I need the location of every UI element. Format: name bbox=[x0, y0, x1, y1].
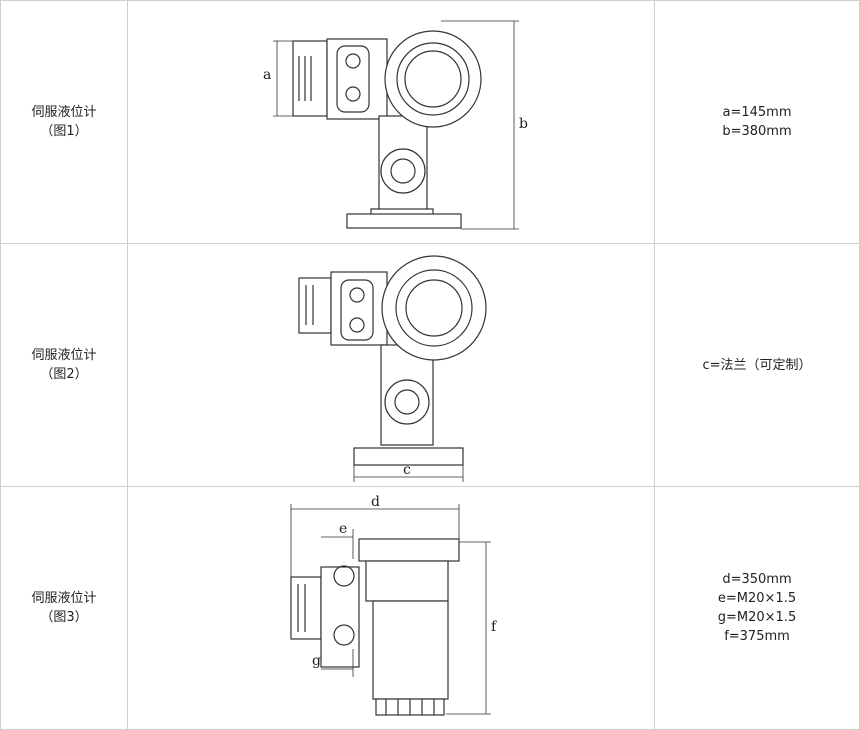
product-name-cell: 伺服液位计 （图3） bbox=[0, 486, 128, 730]
dimension-d-label: d bbox=[371, 494, 380, 510]
spec-line: b=380mm bbox=[722, 124, 792, 139]
drawing-cell: d e f g bbox=[127, 486, 655, 730]
spec-line: f=375mm bbox=[724, 629, 790, 644]
front-view-drawing: a b bbox=[263, 20, 528, 230]
drawing-cell: c bbox=[127, 243, 655, 487]
product-name: 伺服液位计 bbox=[31, 591, 97, 606]
table-row: 伺服液位计 （图1） a b a=145mm b=380mm bbox=[0, 0, 860, 244]
dimension-g-label: g bbox=[312, 653, 321, 669]
figure-label: （图1） bbox=[40, 124, 88, 139]
dimension-a-label: a bbox=[263, 67, 271, 83]
dimension-b-label: b bbox=[519, 116, 528, 132]
spec-line: e=M20×1.5 bbox=[717, 591, 797, 606]
spec-line: c=法兰（可定制） bbox=[702, 357, 812, 373]
dimension-c-label: c bbox=[403, 462, 411, 478]
product-name: 伺服液位计 bbox=[31, 348, 97, 363]
dimension-f-label: f bbox=[491, 619, 498, 635]
flange-view-drawing: c bbox=[298, 255, 487, 482]
dimension-e-label: e bbox=[339, 521, 347, 537]
spec-cell: d=350mm e=M20×1.5 g=M20×1.5 f=375mm bbox=[654, 486, 860, 730]
spec-cell: a=145mm b=380mm bbox=[654, 0, 860, 244]
drawing-cell: a b bbox=[127, 0, 655, 244]
table-row: 伺服液位计 （图2） c c=法兰（可定制） bbox=[0, 243, 860, 487]
spec-line: a=145mm bbox=[722, 105, 792, 120]
figure-label: （图3） bbox=[40, 610, 88, 625]
product-name-cell: 伺服液位计 （图2） bbox=[0, 243, 128, 487]
spec-line: g=M20×1.5 bbox=[717, 610, 797, 625]
product-name: 伺服液位计 bbox=[31, 105, 97, 120]
side-view-drawing: d e f g bbox=[290, 494, 498, 716]
table-row: 伺服液位计 （图3） d e f g d=350mm e=M20×1.5 bbox=[0, 486, 860, 730]
spec-line: d=350mm bbox=[722, 572, 792, 587]
product-name-cell: 伺服液位计 （图1） bbox=[0, 0, 128, 244]
spec-cell: c=法兰（可定制） bbox=[654, 243, 860, 487]
figure-label: （图2） bbox=[40, 367, 88, 382]
